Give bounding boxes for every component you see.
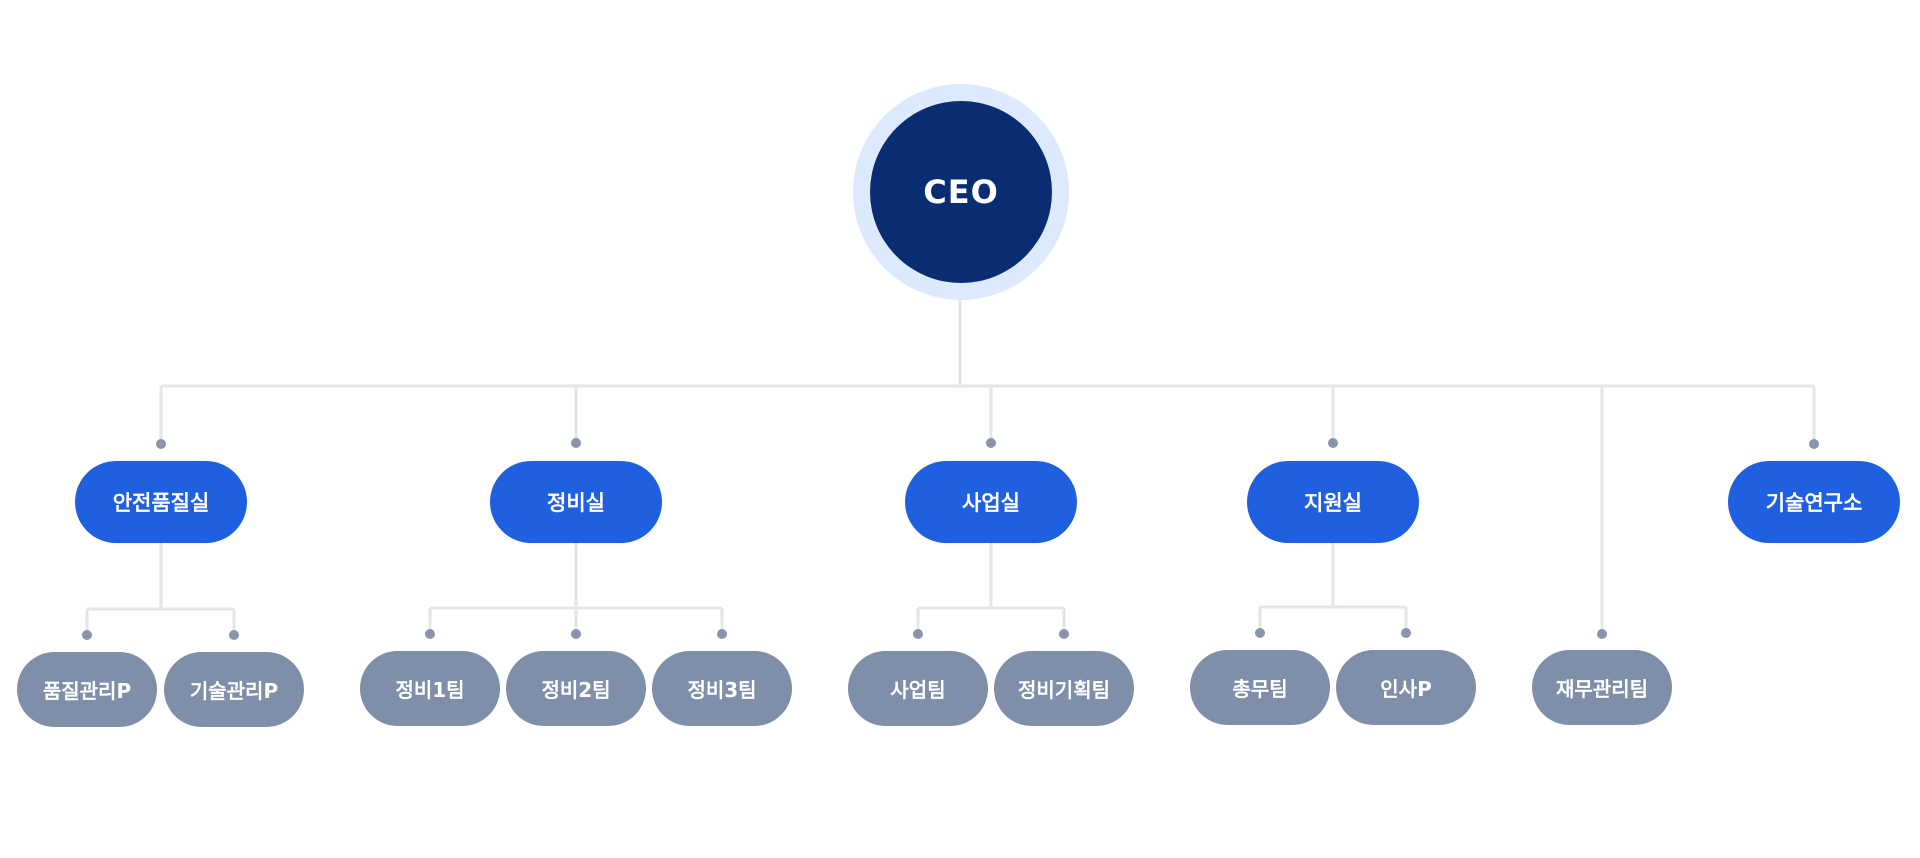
dept-node-support[interactable]: 지원실 [1247,461,1419,543]
team-node-maint-2[interactable]: 정비2팀 [506,651,646,726]
dept-node-rnd[interactable]: 기술연구소 [1728,461,1900,543]
team-node-business[interactable]: 사업팀 [848,651,988,726]
dept-node-safety-quality[interactable]: 안전품질실 [75,461,247,543]
dept-node-business[interactable]: 사업실 [905,461,1077,543]
team-node-maint-1[interactable]: 정비1팀 [360,651,500,726]
team-node-general-affairs[interactable]: 총무팀 [1190,650,1330,725]
team-node-quality-p[interactable]: 품질관리P [17,652,157,727]
team-node-hr-p[interactable]: 인사P [1336,650,1476,725]
team-node-tech-p[interactable]: 기술관리P [164,652,304,727]
team-node-finance[interactable]: 재무관리팀 [1532,650,1672,725]
ceo-node[interactable]: CEO [870,101,1052,283]
dept-node-maintenance[interactable]: 정비실 [490,461,662,543]
team-node-maint-planning[interactable]: 정비기획팀 [994,651,1134,726]
team-node-maint-3[interactable]: 정비3팀 [652,651,792,726]
